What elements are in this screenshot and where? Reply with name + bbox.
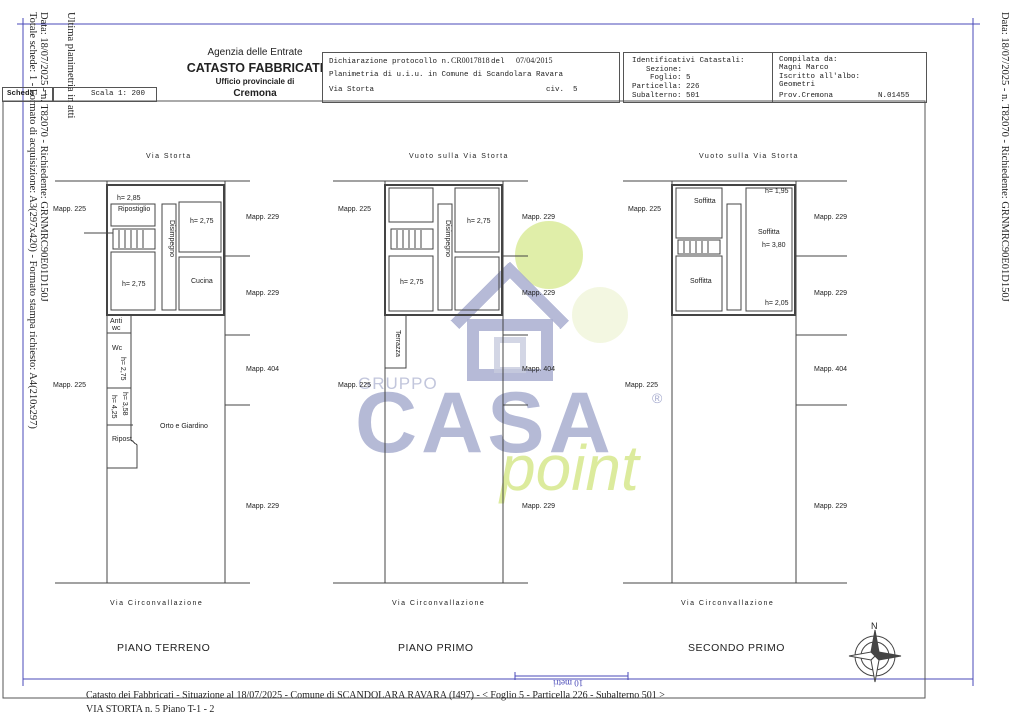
- agency-name: Agenzia delle Entrate: [207, 47, 303, 58]
- second-road-bottom: Via Circonvallazione: [681, 600, 775, 607]
- office-city: Cremona: [233, 88, 277, 99]
- second-road-top: Vuoto sulla Via Storta: [699, 153, 799, 160]
- ground-wc-small: wc: [112, 325, 121, 332]
- ground-mapp-404: Mapp. 404: [246, 366, 280, 373]
- ground-h-room2: h= 2,75: [122, 281, 146, 288]
- prov-label: Prov.Cremona: [779, 92, 834, 100]
- second-h-195: h= 1,95: [765, 188, 789, 195]
- particella-label: Particella: 226: [632, 83, 700, 91]
- civ-label: civ.: [546, 86, 565, 94]
- catasto-title: CATASTO FABBRICATI: [186, 61, 324, 75]
- ground-anti: Anti: [110, 318, 123, 325]
- first-mapp-404: Mapp. 404: [522, 366, 556, 373]
- scheda-box: Scheda 1: [2, 87, 54, 102]
- ground-mapp-229c: Mapp. 229: [246, 503, 280, 510]
- second-soffitta-3: Soffitta: [690, 278, 712, 285]
- first-road-bottom: Via Circonvallazione: [392, 600, 486, 607]
- scala-box: Scala 1: 200: [52, 87, 157, 102]
- ground-cucina: Cucina: [191, 278, 213, 285]
- foglio-label: Foglio: 5: [650, 74, 691, 82]
- first-mapp-229a: Mapp. 229: [522, 214, 556, 221]
- ground-road-bottom: Via Circonvallazione: [110, 600, 204, 607]
- first-terrazza: Terrazza: [394, 330, 401, 357]
- second-floor-title: SECONDO PRIMO: [688, 642, 785, 654]
- first-disimpegno: Disimpegno: [444, 220, 451, 257]
- identificativi-title: Identificativi Catastali:: [632, 57, 745, 65]
- second-h-205: h= 2,05: [765, 300, 789, 307]
- planimetria-label: Planimetria di u.i.u. in Comune di Scand…: [329, 71, 564, 79]
- ground-ripostiglio: Ripostiglio: [118, 206, 151, 213]
- ground-floor-title: PIANO TERRENO: [117, 642, 211, 654]
- second-h-380: h= 3,80: [762, 242, 786, 249]
- ground-h-room1: h= 2,75: [190, 218, 214, 225]
- casa-point-watermark: [450, 221, 628, 381]
- watermark-gruppo: GRUPPO: [358, 374, 438, 393]
- second-mapp-229a: Mapp. 229: [814, 214, 848, 221]
- footer-line-2: VIA STORTA n. 5 Piano T-1 - 2: [86, 704, 215, 715]
- dichiarazione-label: Dichiarazione protocollo n.: [329, 58, 451, 66]
- second-soffitta-1: Soffitta: [694, 198, 716, 205]
- ground-h-358: h= 3,58: [121, 392, 128, 416]
- first-floor-title: PIANO PRIMO: [398, 642, 474, 654]
- subalterno-label: Subalterno: 501: [632, 92, 700, 100]
- first-h-room2: h= 2,75: [400, 279, 424, 286]
- ground-h-wc: h= 2,75: [119, 357, 126, 381]
- del-label: del: [491, 58, 505, 66]
- watermark-registered: ®: [652, 390, 663, 406]
- albo-number: N.01455: [878, 92, 910, 100]
- ground-h-425: h= 4,25: [110, 395, 117, 419]
- ground-mapp-225a: Mapp. 225: [53, 206, 87, 213]
- ground-road-top: Via Storta: [146, 153, 192, 160]
- footer-line-1: Catasto dei Fabbricati - Situazione al 1…: [86, 690, 665, 701]
- ground-wc: Wc: [112, 345, 123, 352]
- ground-mapp-229a: Mapp. 229: [246, 214, 280, 221]
- via-label: Via Storta: [329, 86, 375, 94]
- scale-bar-label: 10 metri: [553, 678, 584, 688]
- protocol-number: CR0017818: [451, 56, 490, 65]
- watermark-point: point: [500, 432, 639, 504]
- sezione-label: Sezione:: [646, 66, 683, 74]
- ground-mapp-229b: Mapp. 229: [246, 290, 280, 297]
- protocol-date: 07/04/2015: [516, 56, 553, 65]
- second-mapp-225a: Mapp. 225: [628, 206, 662, 213]
- compilatore-box: Compilata da: Magni Marco Iscritto all'a…: [772, 52, 927, 103]
- ground-h-ripostiglio: h= 2,85: [117, 195, 141, 202]
- second-mapp-404: Mapp. 404: [814, 366, 848, 373]
- first-h-room1: h= 2,75: [467, 218, 491, 225]
- albo-label: Geometri: [779, 81, 816, 89]
- compilata-label: Compilata da:: [779, 56, 838, 64]
- scheda-number: 1: [43, 90, 48, 98]
- compilatore-name: Magni Marco: [779, 64, 829, 72]
- iscritto-label: Iscritto all'albo:: [779, 73, 861, 81]
- first-mapp-225b: Mapp. 225: [338, 382, 372, 389]
- first-mapp-229c: Mapp. 229: [522, 503, 556, 510]
- ground-ripost: Ripost.: [112, 436, 134, 443]
- second-mapp-225b: Mapp. 225: [625, 382, 659, 389]
- scala-label: Scala 1: 200: [91, 90, 146, 98]
- first-mapp-229b: Mapp. 229: [522, 290, 556, 297]
- north-arrow-icon: [848, 629, 902, 683]
- civ-number: 5: [573, 86, 578, 94]
- north-label: N: [871, 621, 878, 631]
- first-road-top: Vuoto sulla Via Storta: [409, 153, 509, 160]
- ground-orto: Orto e Giardino: [160, 423, 208, 430]
- second-mapp-229b: Mapp. 229: [814, 290, 848, 297]
- scheda-label: Scheda: [7, 90, 35, 98]
- first-mapp-225a: Mapp. 225: [338, 206, 372, 213]
- dichiarazione-box: Dichiarazione protocollo n. CR0017818 de…: [322, 52, 620, 103]
- second-soffitta-2: Soffitta: [758, 229, 780, 236]
- ground-mapp-225b: Mapp. 225: [53, 382, 87, 389]
- ground-disimpegno: Disimpegno: [168, 220, 175, 257]
- office-label: Ufficio provinciale di: [215, 77, 295, 86]
- watermark-casa: CASA: [355, 375, 615, 471]
- second-mapp-229c: Mapp. 229: [814, 503, 848, 510]
